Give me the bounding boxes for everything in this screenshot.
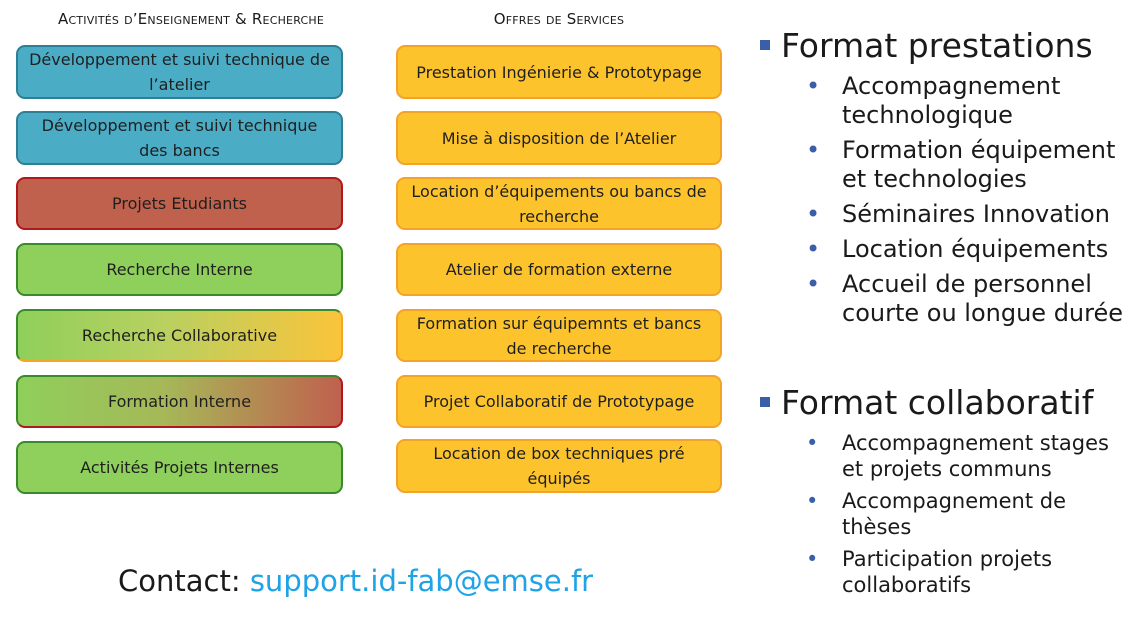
square-bullet-icon — [760, 396, 770, 407]
bullet-dot-icon: • — [806, 200, 821, 228]
contact-line: Contact: support.id-fab@emse.fr — [118, 564, 593, 598]
list-item: • Participation projets collaboratifs — [806, 546, 1136, 598]
activity-box-formation-interne: Formation Interne — [16, 375, 343, 428]
service-label: Mise à disposition de l’Atelier — [441, 128, 677, 148]
bullet-dot-icon: • — [806, 136, 821, 164]
list-item: • Accueil de personnel courte ou longue d… — [806, 270, 1136, 328]
activity-label: Développement et suivi technique des ban… — [41, 116, 318, 160]
list-item: • Accompagnement de thèses — [806, 488, 1136, 540]
activity-box-recherche-interne: Recherche Interne — [16, 243, 343, 296]
format-collaboratif-heading: Format collaboratif — [760, 383, 1093, 422]
activity-label: Activités Projets Internes — [80, 458, 279, 477]
activity-box-recherche-collaborative: Recherche Collaborative — [16, 309, 343, 362]
service-box-location-equipements: Location d’équipements ou bancs de reche… — [396, 177, 722, 230]
bullet-dot-icon: • — [806, 72, 821, 100]
list-item-text: Participation projets collaboratifs — [842, 547, 1053, 597]
bullet-dot-icon: • — [806, 489, 819, 513]
activity-label: Recherche Interne — [106, 260, 253, 279]
bullet-dot-icon: • — [806, 431, 819, 455]
service-box-atelier-formation: Atelier de formation externe — [396, 243, 722, 296]
square-bullet-icon — [760, 39, 770, 50]
service-label: Atelier de formation externe — [445, 260, 673, 279]
format-collaboratif-list: • Accompagnement stages et projets commun… — [806, 430, 1136, 604]
activity-label: Formation Interne — [107, 392, 252, 411]
format-prestations-heading: Format prestations — [760, 26, 1093, 65]
activity-label: Projets Etudiants — [111, 194, 248, 213]
list-item-text: Accompagnement de thèses — [842, 489, 1066, 539]
list-item: • Location équipements — [806, 235, 1136, 264]
service-box-location-box: Location de box techniques pré équipés — [396, 439, 722, 493]
service-box-formation-equipements: Formation sur équipemnts et bancs de rec… — [396, 309, 722, 362]
format-collaboratif-title: Format collaboratif — [781, 383, 1094, 422]
activity-box-projets-etudiants: Projets Etudiants — [16, 177, 343, 230]
activity-box-bancs: Développement et suivi technique des ban… — [16, 111, 343, 165]
bullet-dot-icon: • — [806, 547, 819, 571]
bullet-dot-icon: • — [806, 235, 821, 263]
list-item-text: Séminaires Innovation — [842, 200, 1110, 228]
list-item-text: Accueil de personnel courte ou longue du… — [842, 270, 1124, 327]
service-box-projet-collaboratif: Projet Collaboratif de Prototypage — [396, 375, 722, 428]
service-label: Location d’équipements ou bancs de reche… — [411, 181, 707, 226]
activity-box-projets-internes: Activités Projets Internes — [16, 441, 343, 494]
list-item-text: Location équipements — [842, 235, 1109, 263]
activity-label: Développement et suivi technique de l’at… — [29, 50, 330, 94]
service-box-prestation: Prestation Ingénierie & Prototypage — [396, 45, 722, 99]
list-item: • Accompagnement technologique — [806, 72, 1136, 130]
list-item: • Accompagnement stages et projets commun… — [806, 430, 1136, 482]
list-item: • Formation équipement et technologies — [806, 136, 1136, 194]
service-label: Formation sur équipemnts et bancs de rec… — [416, 313, 702, 358]
bullet-dot-icon: • — [806, 270, 821, 298]
contact-email-link[interactable]: support.id-fab@emse.fr — [249, 564, 594, 598]
service-label: Prestation Ingénierie & Prototypage — [416, 62, 702, 82]
activity-box-atelier: Développement et suivi technique de l’at… — [16, 45, 343, 99]
list-item-text: Accompagnement technologique — [842, 72, 1061, 129]
format-prestations-title: Format prestations — [781, 26, 1093, 65]
contact-label: Contact: — [118, 564, 250, 598]
service-label: Projet Collaboratif de Prototypage — [423, 392, 695, 411]
service-label: Location de box techniques pré équipés — [433, 444, 685, 488]
list-item-text: Accompagnement stages et projets communs — [842, 431, 1109, 481]
service-box-mise-a-disposition: Mise à disposition de l’Atelier — [396, 111, 722, 165]
services-column-title: Offres de Services — [493, 10, 625, 28]
activity-label: Recherche Collaborative — [81, 326, 278, 345]
list-item: • Séminaires Innovation — [806, 200, 1136, 229]
activities-column-title: Activités d’Enseignement & Recherche — [57, 10, 324, 28]
list-item-text: Formation équipement et technologies — [842, 136, 1116, 193]
format-prestations-list: • Accompagnement technologique • Formation… — [806, 72, 1136, 334]
